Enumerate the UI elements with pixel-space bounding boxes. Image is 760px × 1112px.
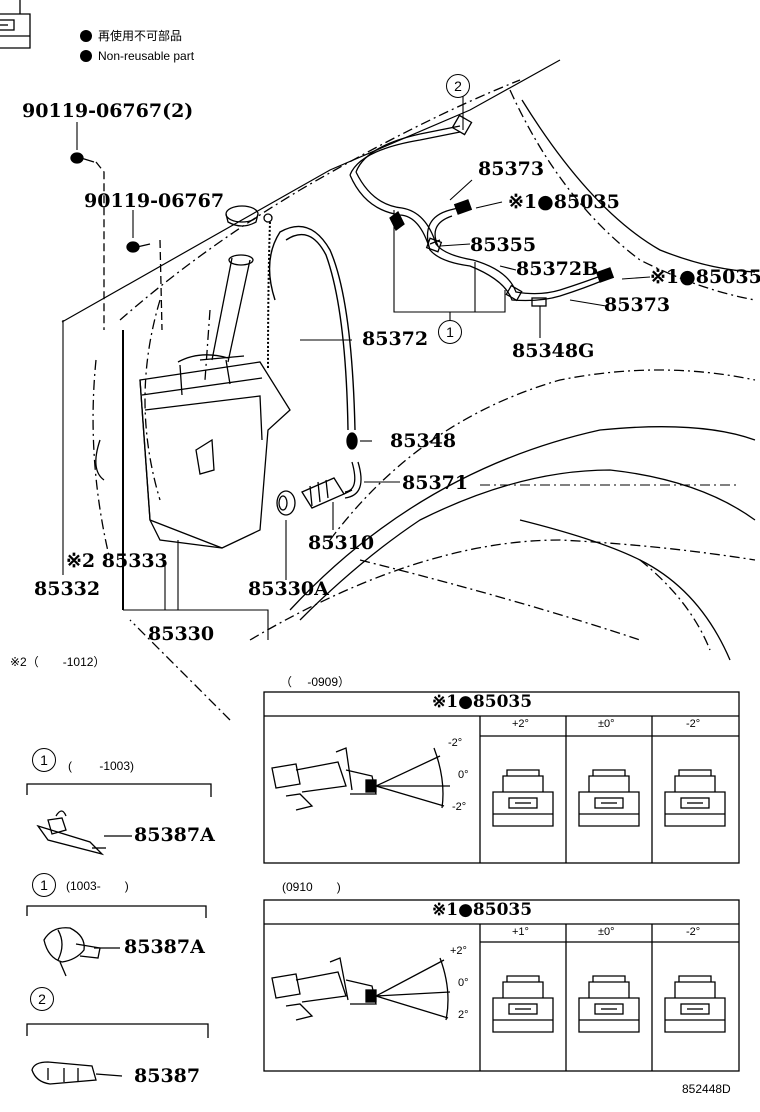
clip-85387 xyxy=(31,1061,123,1085)
non-reusable-dot-icon xyxy=(80,50,92,62)
part-85310: 85310 xyxy=(308,532,375,554)
part-85372b: 85372B xyxy=(516,258,599,280)
table2-angle-3: 2° xyxy=(458,1009,469,1021)
table2-header: ※1●85035 xyxy=(432,900,533,920)
bolt-90119-06767 xyxy=(126,239,163,331)
table1-col-2: ±0° xyxy=(598,718,615,730)
legend-en: Non-reusable part xyxy=(80,50,194,62)
leader-lines xyxy=(62,95,740,640)
callout-2: 2 xyxy=(446,74,470,98)
detail-brackets xyxy=(26,783,212,1038)
part-85035-b: ※1●85035 xyxy=(650,266,760,288)
clip-85387a-late xyxy=(43,927,101,977)
table1-col-3: -2° xyxy=(686,718,701,730)
detail-leaders xyxy=(94,835,132,949)
part-90119-06767: 90119-06767 xyxy=(84,190,225,212)
detail3-part: 85387 xyxy=(134,1065,201,1087)
detail2-callout: 1 xyxy=(32,873,56,897)
legend-jp: 再使用不可部品 xyxy=(80,30,182,42)
part-85348g: 85348G xyxy=(512,340,595,362)
table2-col-1: +1° xyxy=(512,926,529,938)
part-85355: 85355 xyxy=(470,234,537,256)
detail1-range: ( -1003) xyxy=(68,759,135,773)
note-2: ※2（ -1012） xyxy=(10,655,106,669)
part-85332: 85332 xyxy=(34,578,101,600)
washer-hoses xyxy=(268,125,607,499)
table1-col-1: +2° xyxy=(512,718,529,730)
table1-angle-1: -2° xyxy=(448,737,463,749)
part-85373-mid: 85373 xyxy=(604,294,671,316)
angle-table-1 xyxy=(263,691,740,864)
table1-header: ※1●85035 xyxy=(432,692,533,712)
detail1-callout: 1 xyxy=(32,748,56,772)
angle-table-2 xyxy=(263,899,740,1072)
range-0909: （ -0909） xyxy=(280,675,351,689)
detail1-part: 85387A xyxy=(134,824,215,846)
table2-col-3: -2° xyxy=(686,926,701,938)
part-85035-a: ※1●85035 xyxy=(508,191,620,213)
nozzle-markers xyxy=(389,211,441,245)
washer-pump xyxy=(301,477,353,509)
non-reusable-dot-icon xyxy=(80,30,92,42)
vehicle-body-outline xyxy=(61,59,756,721)
table2-angle-2: 0° xyxy=(458,977,469,989)
part-90119-06767-2: 90119-06767(2) xyxy=(22,100,194,122)
detail3-callout: 2 xyxy=(30,987,54,1011)
part-85373-top: 85373 xyxy=(478,158,545,180)
diagram-code: 852448D xyxy=(682,1082,731,1096)
clip-85387a-early xyxy=(36,810,106,856)
part-85372: 85372 xyxy=(362,328,429,350)
bolt-90119-06767-2 xyxy=(70,152,105,330)
table2-col-2: ±0° xyxy=(598,926,615,938)
washer-tank xyxy=(139,254,291,549)
part-85371: 85371 xyxy=(402,472,469,494)
part-85330: 85330 xyxy=(148,623,215,645)
table1-angle-3: -2° xyxy=(452,801,467,813)
part-85330a: 85330A xyxy=(248,578,329,600)
range-0910: (0910 ) xyxy=(282,880,341,894)
callout-1: 1 xyxy=(438,320,462,344)
grommet xyxy=(276,490,296,516)
table1-angle-2: 0° xyxy=(458,769,469,781)
part-85333: ※2 85333 xyxy=(66,550,168,572)
detail2-part: 85387A xyxy=(124,936,205,958)
table2-angle-1: +2° xyxy=(450,945,467,957)
hose-connectors xyxy=(346,114,615,450)
part-85348: 85348 xyxy=(390,430,457,452)
detail2-range: (1003- ) xyxy=(66,879,129,893)
filler-cap xyxy=(225,205,273,371)
